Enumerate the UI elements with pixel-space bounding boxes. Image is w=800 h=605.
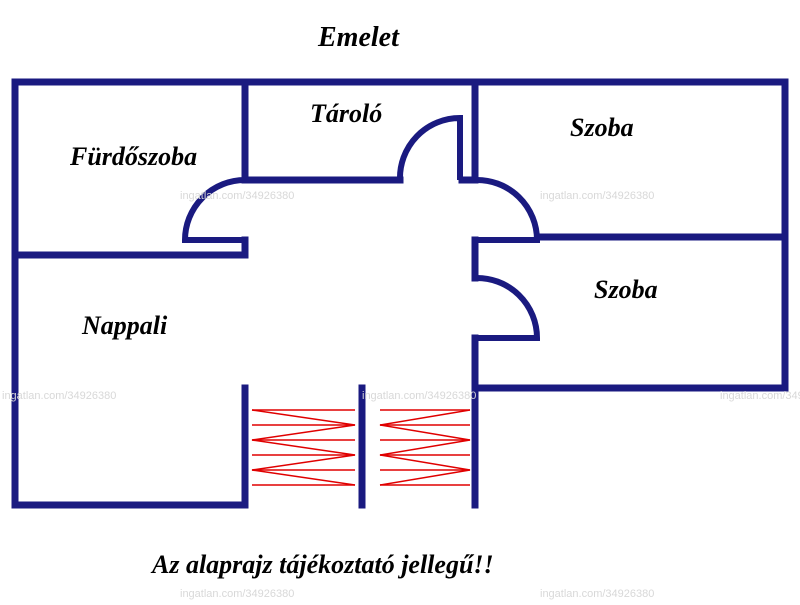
- watermark-text: ingatlan.com/34926380: [540, 190, 655, 202]
- room-label-bathroom: Fürdőszoba: [70, 142, 198, 171]
- watermark-text: ingatlan.com/34926380: [180, 190, 295, 202]
- watermark-text: ingatlan.com/34926380: [720, 390, 800, 402]
- room-label-living: Nappali: [82, 311, 168, 340]
- stairs-right: [379, 409, 471, 486]
- door-storage: [396, 114, 463, 181]
- room-label-bedroom-top: Szoba: [570, 113, 634, 142]
- floor-title: Emelet: [318, 22, 399, 53]
- room-label-storage: Tároló: [310, 99, 383, 128]
- walls: [11, 78, 789, 509]
- doors: [181, 114, 541, 341]
- stairs-left: [251, 409, 356, 486]
- room-label-bedroom-bottom: Szoba: [594, 275, 658, 304]
- watermark-text: ingatlan.com/34926380: [180, 588, 295, 600]
- stair-zigzag-right: [379, 409, 471, 486]
- watermark-text: ingatlan.com/34926380: [362, 390, 477, 402]
- door-bedroom-bottom: [474, 274, 541, 341]
- stair-zigzag-left: [251, 409, 356, 486]
- watermark-text: ingatlan.com/34926380: [2, 390, 117, 402]
- door-bedroom-top: [474, 176, 541, 243]
- watermark-text: ingatlan.com/34926380: [540, 588, 655, 600]
- door-bathroom: [181, 177, 246, 243]
- disclaimer-note: Az alaprajz tájékoztató jellegű!!: [152, 550, 494, 579]
